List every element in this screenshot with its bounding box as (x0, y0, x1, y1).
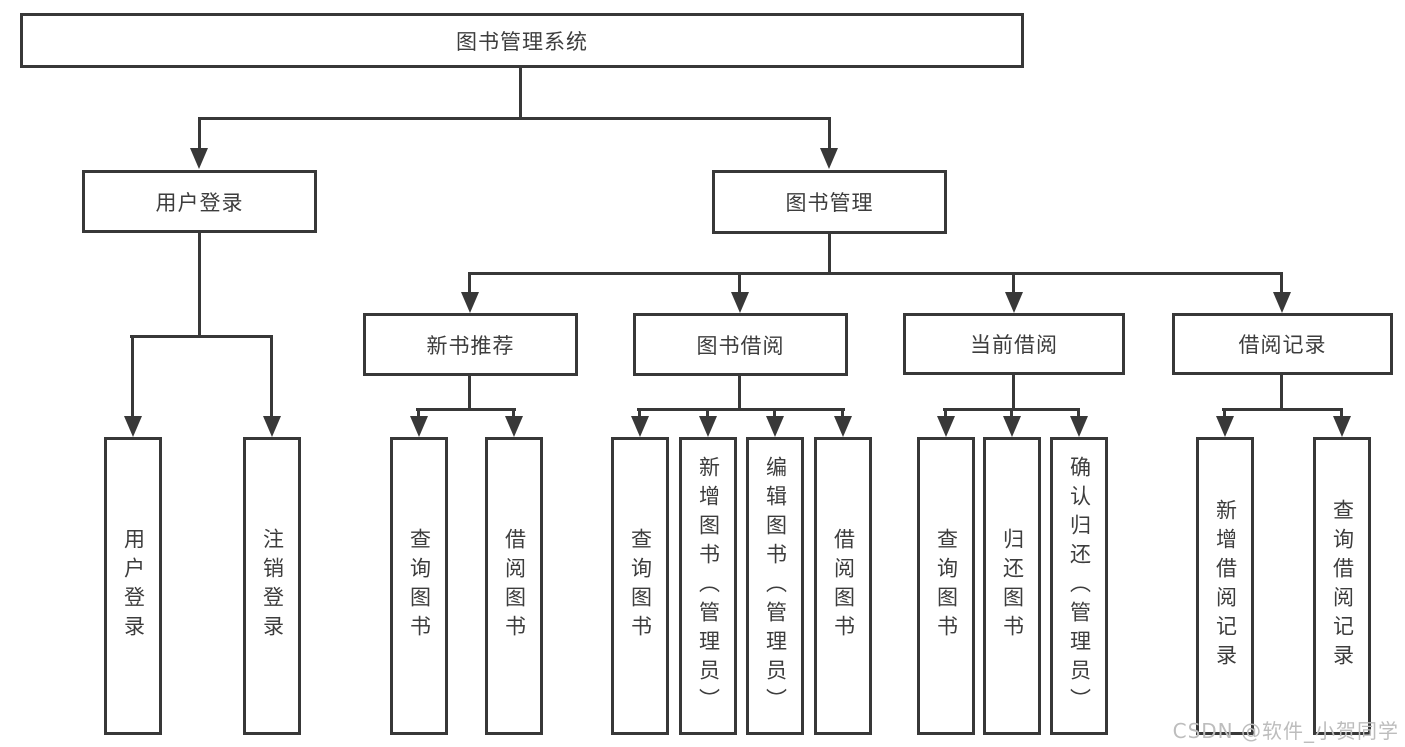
connector-book-management-stem (828, 234, 831, 272)
leaf-query-borrow-record: 查询借阅记录 (1313, 437, 1371, 735)
leaf-edit-books-admin: 编辑图书（管理员） (746, 437, 804, 735)
connector-leaf-user-login-drop (131, 335, 134, 417)
node-new-book-recommend-label: 新书推荐 (426, 333, 515, 358)
leaf-return-books-label: 归还图书 (1000, 528, 1025, 644)
connector-leaf-drop (512, 408, 515, 419)
arrowhead-book-borrow-icon (731, 292, 749, 313)
leaf-recommend-query-books: 查询图书 (390, 437, 448, 735)
watermark-text: CSDN @软件_小贺同学 (1172, 719, 1399, 743)
connector-leaf-drop (638, 408, 641, 419)
connector-book-borrow-rail (637, 408, 845, 411)
leaf-edit-books-admin-label: 编辑图书（管理员） (763, 455, 788, 717)
connector-leaf-drop (1010, 408, 1013, 419)
leaf-borrow-books: 借阅图书 (814, 437, 872, 735)
arrowhead-leaf-logout-icon (263, 416, 281, 437)
connector-user-login-stem (198, 233, 201, 335)
connector-leaf-drop (944, 408, 947, 419)
leaf-borrow-books-label: 借阅图书 (831, 528, 856, 644)
node-book-management-label: 图书管理 (785, 191, 874, 215)
connector-user-login-drop (198, 117, 201, 150)
connector-new-book-recommend-rail (416, 408, 516, 411)
arrowhead-current-borrow-icon (1005, 292, 1023, 313)
node-root: 图书管理系统 (20, 13, 1024, 68)
node-new-book-recommend: 新书推荐 (363, 313, 578, 376)
leaf-borrow-query-books-label: 查询图书 (628, 528, 653, 644)
connector-borrow-record-rail (1222, 408, 1343, 411)
connector-leaf-drop (1077, 408, 1080, 419)
arrowhead-leaf-icon (937, 416, 955, 437)
leaf-add-borrow-record: 新增借阅记录 (1196, 437, 1254, 735)
node-current-borrow-label: 当前借阅 (970, 333, 1058, 357)
arrowhead-leaf-icon (834, 416, 852, 437)
connector-new-book-recommend-drop (468, 272, 471, 293)
leaf-query-borrow-record-label: 查询借阅记录 (1330, 499, 1355, 673)
connector-level3-rail (469, 272, 1283, 275)
leaf-current-query-books: 查询图书 (917, 437, 975, 735)
arrowhead-leaf-icon (631, 416, 649, 437)
node-borrow-record-label: 借阅记录 (1238, 333, 1327, 357)
arrowhead-leaf-icon (1070, 416, 1088, 437)
leaf-borrow-query-books: 查询图书 (611, 437, 669, 735)
node-book-borrow: 图书借阅 (633, 313, 848, 376)
arrowhead-borrow-record-icon (1273, 292, 1291, 313)
arrowhead-leaf-icon (410, 416, 428, 437)
connector-leaf-drop (417, 408, 420, 419)
connector-user-login-rail (130, 335, 273, 338)
leaf-current-query-books-label: 查询图书 (934, 528, 959, 644)
leaf-confirm-return-admin: 确认归还（管理员） (1050, 437, 1108, 735)
connector-book-borrow-drop (738, 272, 741, 293)
leaf-recommend-query-books-label: 查询图书 (407, 528, 432, 644)
leaf-add-books-admin-label: 新增图书（管理员） (696, 455, 721, 717)
connector-leaf-drop (1340, 408, 1343, 419)
leaf-confirm-return-admin-label: 确认归还（管理员） (1067, 455, 1092, 717)
connector-book-management-drop (828, 117, 831, 150)
connector-current-borrow-drop (1012, 272, 1015, 293)
arrowhead-leaf-icon (505, 416, 523, 437)
connector-leaf-drop (1223, 408, 1226, 419)
leaf-logout: 注销登录 (243, 437, 301, 735)
leaf-logout-label: 注销登录 (260, 528, 285, 644)
arrowhead-leaf-icon (699, 416, 717, 437)
connector-leaf-drop (773, 408, 776, 419)
arrowhead-leaf-icon (1003, 416, 1021, 437)
connector-current-borrow-stem (1012, 375, 1015, 408)
node-book-management: 图书管理 (712, 170, 947, 234)
arrowhead-new-book-recommend-icon (461, 292, 479, 313)
connector-root-stem (519, 68, 522, 117)
connector-borrow-record-drop (1280, 272, 1283, 293)
node-book-borrow-label: 图书借阅 (696, 333, 785, 358)
node-user-login-label: 用户登录 (155, 190, 244, 215)
arrowhead-leaf-icon (766, 416, 784, 437)
leaf-add-books-admin: 新增图书（管理员） (679, 437, 737, 735)
arrowhead-leaf-icon (1333, 416, 1351, 437)
connector-level2-rail (198, 117, 831, 120)
connector-borrow-record-stem (1280, 375, 1283, 408)
node-root-label: 图书管理系统 (456, 29, 588, 54)
connector-book-borrow-stem (738, 376, 741, 408)
leaf-add-borrow-record-label: 新增借阅记录 (1213, 499, 1238, 673)
connector-leaf-drop (841, 408, 844, 419)
connector-leaf-logout-drop (270, 335, 273, 417)
leaf-user-login: 用户登录 (104, 437, 162, 735)
arrowhead-leaf-icon (1216, 416, 1234, 437)
node-user-login: 用户登录 (82, 170, 317, 233)
connector-leaf-drop (706, 408, 709, 419)
connector-new-book-recommend-stem (468, 376, 471, 408)
arrowhead-user-login-icon (190, 148, 208, 169)
node-borrow-record: 借阅记录 (1172, 313, 1393, 375)
leaf-recommend-borrow-books-label: 借阅图书 (502, 528, 527, 644)
leaf-return-books: 归还图书 (983, 437, 1041, 735)
leaf-user-login-label: 用户登录 (121, 528, 146, 644)
node-current-borrow: 当前借阅 (903, 313, 1125, 375)
arrowhead-leaf-user-login-icon (124, 416, 142, 437)
arrowhead-book-management-icon (820, 148, 838, 169)
leaf-recommend-borrow-books: 借阅图书 (485, 437, 543, 735)
